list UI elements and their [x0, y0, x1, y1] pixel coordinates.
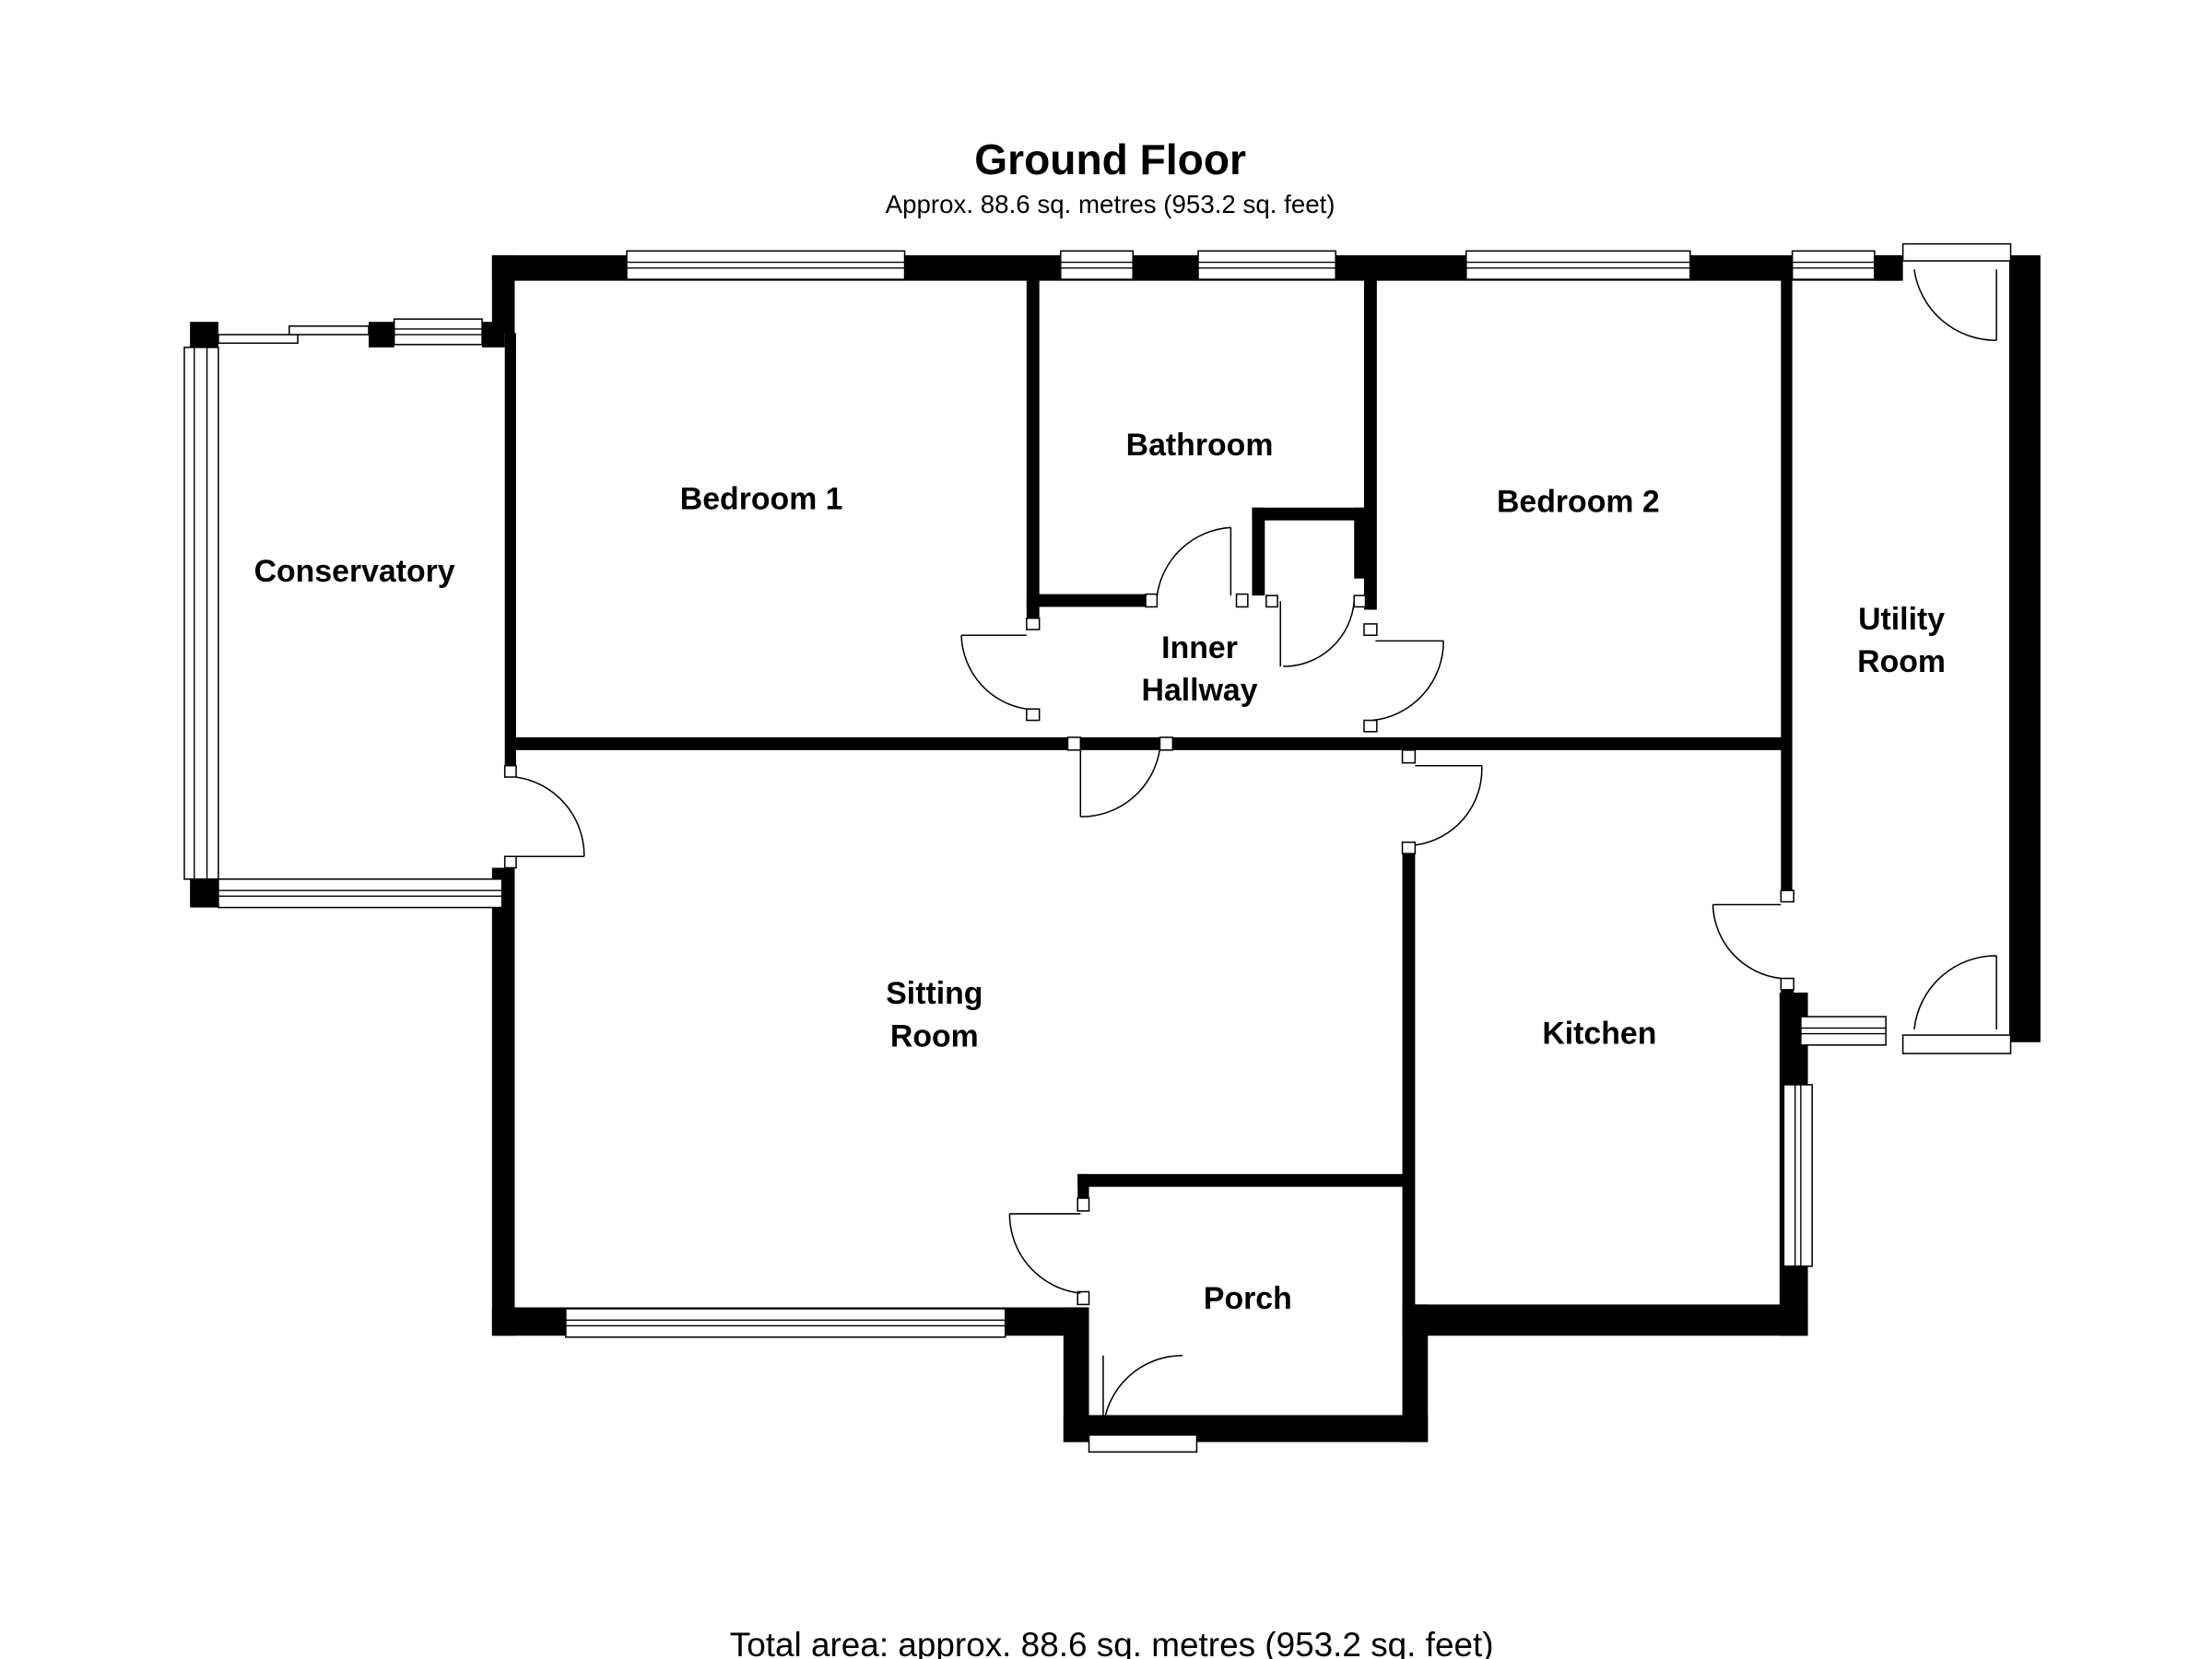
door-hallway-sitting	[1066, 736, 1174, 818]
door-cupboard	[1265, 594, 1367, 667]
door-utility-external-top	[1901, 242, 2012, 342]
conservatory-post-top-left	[190, 322, 218, 347]
conservatory-post-bottom-left	[190, 878, 218, 908]
cupboard-wall-top	[1252, 507, 1376, 521]
wall-bathroom-bottom	[1026, 594, 1158, 607]
window-utility-top	[1791, 250, 1876, 280]
cupboard-wall-left	[1252, 507, 1265, 596]
door-bedroom1	[960, 618, 1041, 722]
door-utility-external-bottom	[1901, 955, 2012, 1054]
window-sitting-room	[565, 1308, 1006, 1338]
window-bedroom2	[1465, 250, 1691, 280]
wall-left-mid	[504, 333, 517, 766]
room-label-hallway-line1: Inner	[1161, 630, 1238, 665]
windows	[183, 250, 1887, 1338]
conservatory-wall-top-right	[482, 322, 505, 347]
walls	[190, 254, 2041, 1442]
total-area: Total area: approx. 88.6 sq. metres (953…	[730, 1626, 1494, 1659]
sliding-door-conservatory	[218, 325, 370, 345]
wall-left-lower	[491, 867, 515, 1336]
wall-bedroom-sitting	[514, 737, 1784, 750]
kitchen-wall-bottom	[1402, 1304, 1808, 1336]
room-label-sitting-line2: Room	[890, 1018, 979, 1053]
door-bedroom2	[1363, 623, 1444, 733]
room-label-bathroom: Bathroom	[1126, 428, 1274, 463]
window-bathroom-small	[1060, 250, 1135, 280]
cupboard-wall-right	[1354, 507, 1376, 579]
doors	[503, 242, 2012, 1453]
conservatory-post-top-right	[369, 322, 394, 347]
door-kitchen	[1401, 749, 1483, 854]
window-conservatory-top	[393, 318, 483, 346]
door-front	[1088, 1355, 1198, 1453]
window-conservatory-bottom	[218, 878, 503, 909]
floor-title: Ground Floor	[974, 135, 1246, 183]
window-conservatory-left	[183, 347, 219, 880]
wall-left-upper	[491, 254, 515, 334]
door-conservatory-sitting	[503, 765, 585, 869]
porch-wall-top	[1077, 1173, 1414, 1187]
room-label-utility-line1: Utility	[1858, 602, 1945, 637]
door-utility	[1712, 889, 1794, 991]
room-label-sitting-line1: Sitting	[886, 976, 982, 1011]
wall-bedroom1-bathroom	[1026, 269, 1040, 618]
door-bathroom	[1145, 526, 1249, 608]
room-label-kitchen: Kitchen	[1542, 1016, 1656, 1051]
room-label-utility-line2: Room	[1857, 644, 1946, 679]
window-utility-bottom	[1800, 1016, 1887, 1046]
window-kitchen	[1783, 1084, 1813, 1267]
door-porch-sitting	[1008, 1197, 1090, 1306]
wall-top-right	[1874, 254, 1903, 281]
window-bathroom	[1197, 250, 1337, 280]
utility-wall-right	[2009, 254, 2041, 1042]
room-label-bedroom2: Bedroom 2	[1497, 484, 1660, 519]
floor-area-subtitle: Approx. 88.6 sq. metres (953.2 sq. feet)	[886, 190, 1335, 218]
window-bedroom1	[626, 250, 906, 280]
wall-sitting-kitchen	[1402, 851, 1416, 1319]
room-label-porch: Porch	[1204, 1281, 1292, 1316]
room-label-bedroom1: Bedroom 1	[680, 481, 843, 516]
room-label-conservatory: Conservatory	[254, 554, 455, 589]
wall-bedroom2-utility	[1781, 269, 1793, 894]
room-label-hallway-line2: Hallway	[1142, 673, 1258, 708]
